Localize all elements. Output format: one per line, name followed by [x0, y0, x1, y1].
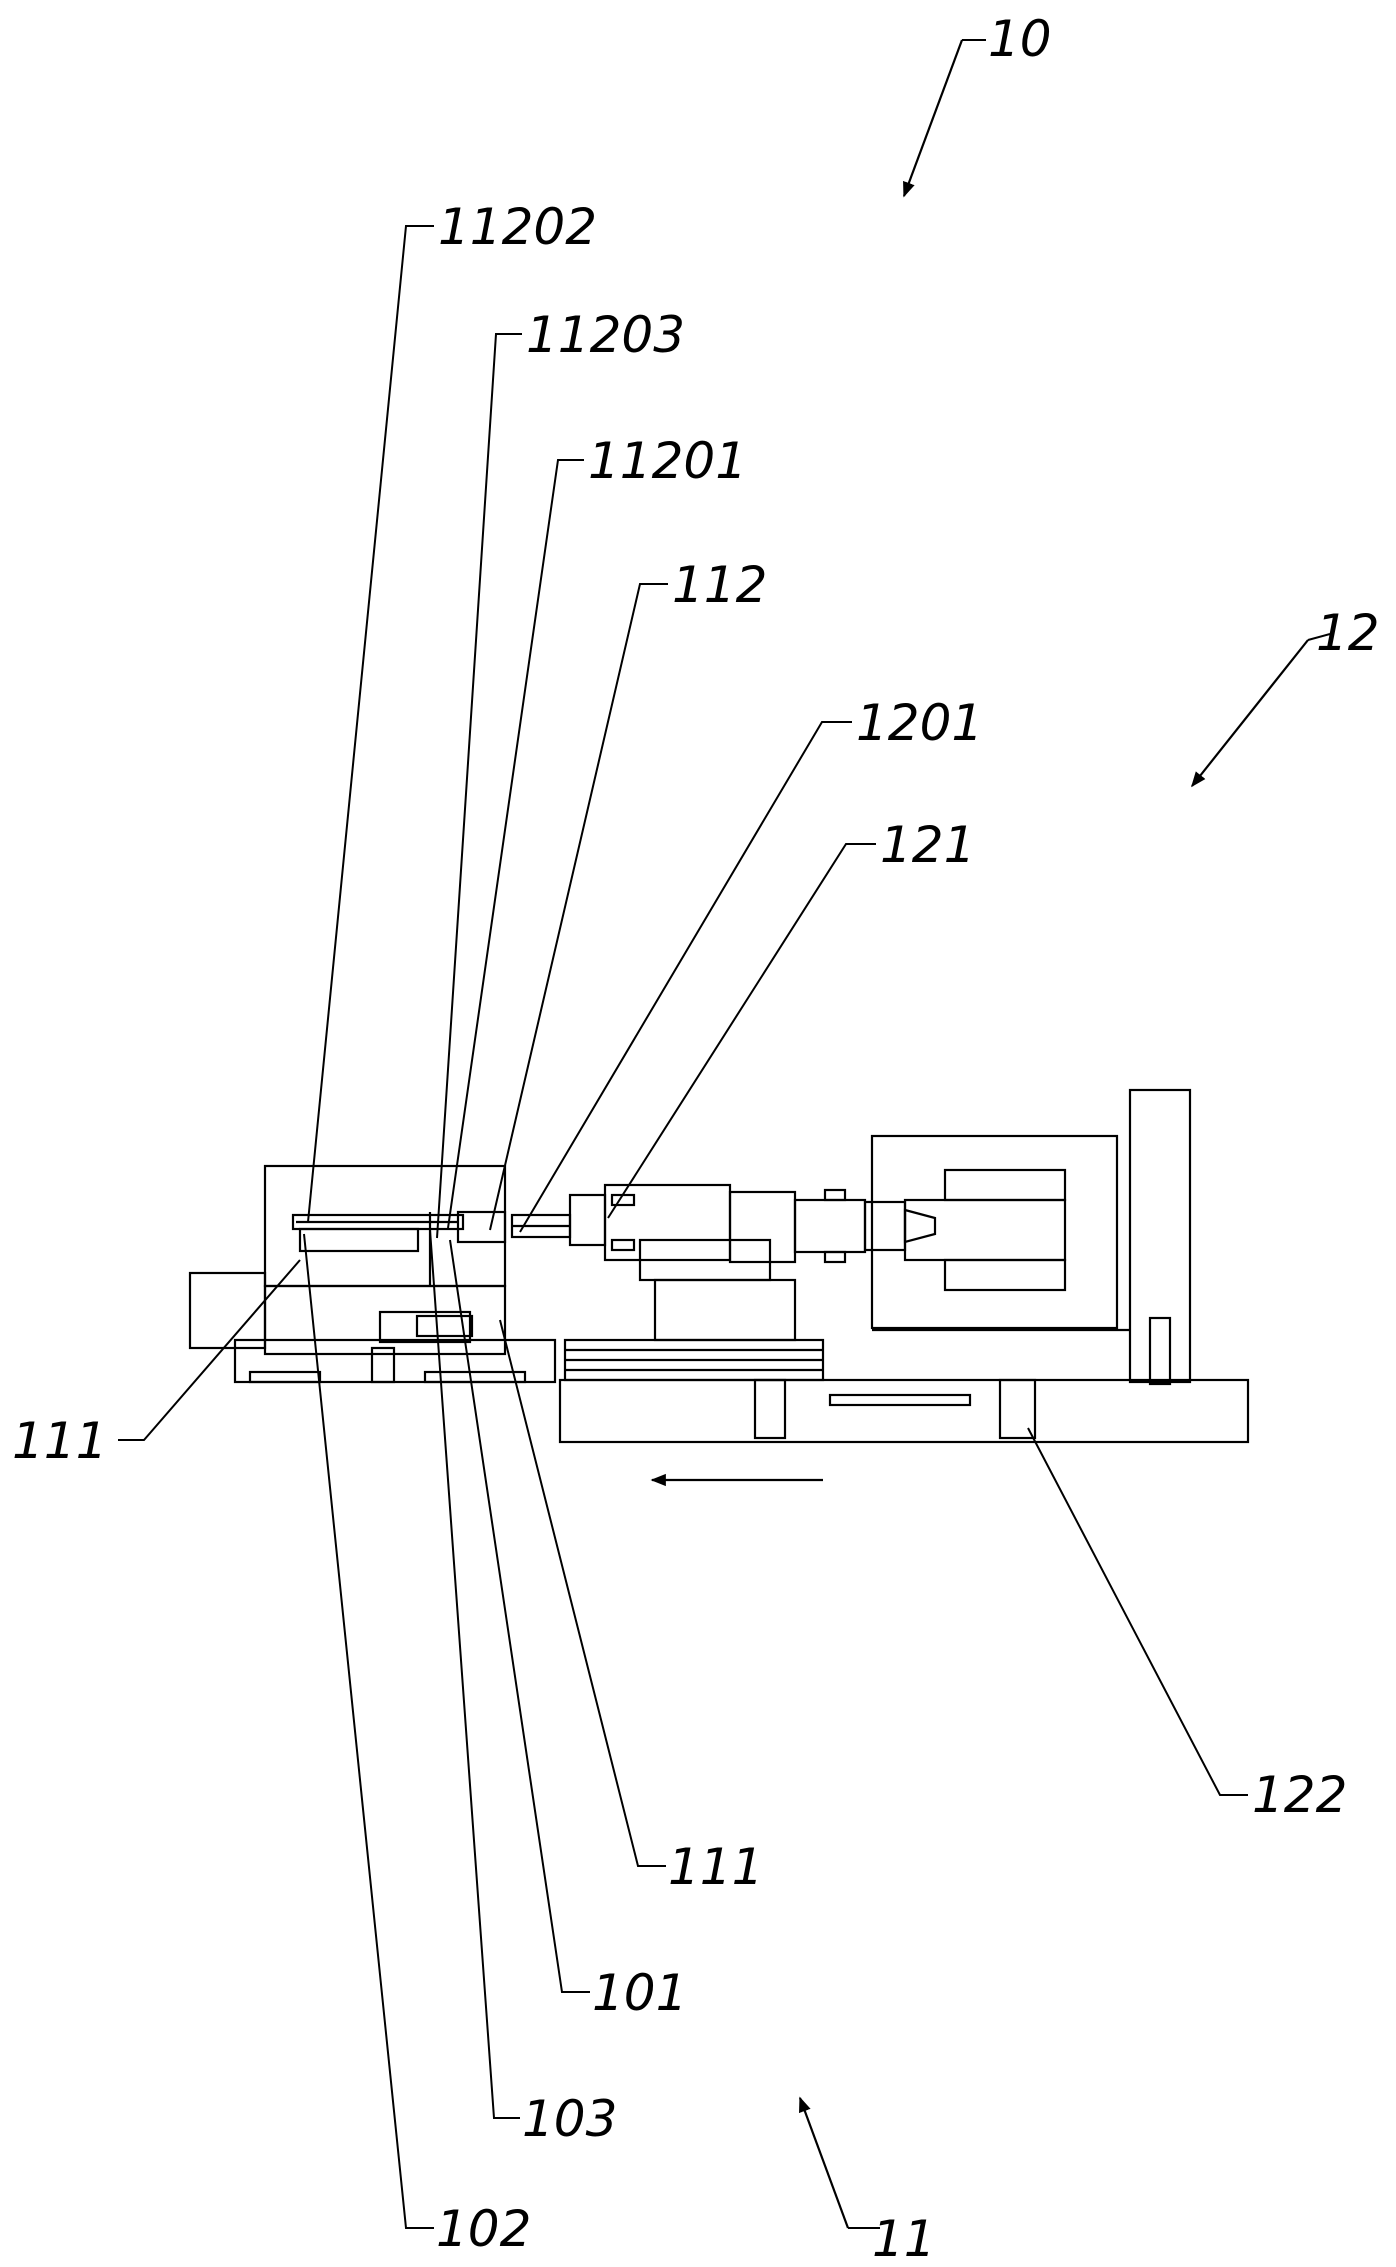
arrow-12	[1191, 639, 1309, 788]
label-11: 11	[872, 2210, 936, 2267]
label-121: 121	[880, 816, 975, 874]
support-column	[1128, 1088, 1192, 1384]
leader-101	[449, 1239, 590, 1993]
right-assembly	[510, 1088, 1250, 1444]
leader-11203	[436, 333, 522, 1239]
slider-block	[653, 1278, 797, 1342]
core-pin-recess	[298, 1227, 420, 1253]
injection-neck	[568, 1193, 607, 1247]
label-11202: 11202	[438, 198, 597, 256]
label-101: 101	[592, 1964, 687, 2022]
reference-labels: 10 11202 11203 11201 112 12 1201 121 111…	[12, 10, 1380, 2267]
base-slot-right	[998, 1378, 1037, 1440]
left-inner-step	[378, 1310, 472, 1344]
label-12: 12	[1316, 604, 1380, 662]
leader-112	[489, 583, 668, 1231]
left-mold-notch	[456, 1210, 507, 1244]
column-bracket	[1148, 1316, 1172, 1386]
right-base-plate	[558, 1378, 1250, 1444]
left-mold-upper-block	[263, 1164, 507, 1288]
left-base-slot-1	[248, 1370, 322, 1384]
base-rail-groove	[828, 1393, 972, 1407]
leader-11202	[307, 225, 434, 1223]
injection-cylinder	[728, 1190, 797, 1264]
left-mold-assembly	[188, 1164, 557, 1384]
left-base-slot-2	[423, 1370, 527, 1384]
nozzle-tip	[903, 1208, 937, 1244]
leader-111-bottom	[499, 1319, 666, 1867]
collar-bolt-bottom	[823, 1250, 847, 1264]
leader-103	[429, 1229, 520, 2119]
injection-body	[603, 1183, 732, 1262]
heater-inner-bottom	[943, 1258, 1067, 1292]
arrow-11	[798, 2096, 850, 2229]
label-111-bottom: 111	[668, 1838, 763, 1896]
leader-12	[1307, 633, 1331, 641]
body-bolt-top	[610, 1193, 636, 1207]
heater-inner-top	[943, 1168, 1067, 1202]
heater-cavity	[903, 1198, 1067, 1262]
left-base-post	[370, 1346, 396, 1384]
left-inner-insert	[415, 1314, 474, 1338]
base-slot-center	[753, 1378, 787, 1440]
arrow-10	[902, 39, 964, 198]
label-112: 112	[672, 556, 767, 614]
leader-111-left	[118, 1259, 301, 1441]
label-103: 103	[522, 2090, 617, 2148]
heater-housing	[870, 1134, 1119, 1330]
label-1201: 1201	[856, 694, 983, 752]
leader-121	[607, 843, 876, 1219]
leader-102	[303, 1233, 434, 2229]
leader-1201	[519, 721, 852, 1233]
body-bolt-bottom	[610, 1238, 636, 1252]
injection-collar	[793, 1198, 867, 1254]
label-111-left: 111	[12, 1412, 107, 1470]
leader-lines	[118, 39, 1331, 2229]
collar-bolt-top	[823, 1188, 847, 1202]
label-11201: 11201	[588, 432, 747, 490]
left-side-plate	[188, 1271, 267, 1350]
leader-11201	[447, 459, 584, 1229]
indicator-arrows	[650, 39, 1309, 2229]
label-102: 102	[436, 2200, 531, 2258]
label-10: 10	[988, 10, 1052, 68]
label-11203: 11203	[526, 306, 685, 364]
label-122: 122	[1252, 1766, 1347, 1824]
leader-122	[1027, 1427, 1248, 1796]
